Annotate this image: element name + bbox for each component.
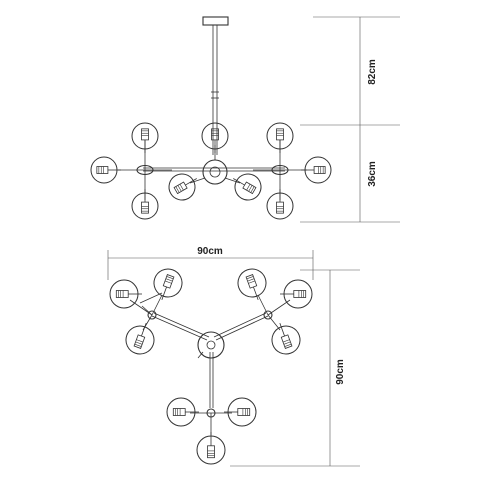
front-globe-center-top xyxy=(201,122,229,153)
width-label: 90cm xyxy=(197,246,223,257)
front-globe-center-right xyxy=(233,173,262,201)
front-elevation-view xyxy=(90,16,332,220)
ceiling-canopy xyxy=(202,16,229,26)
main-arm-bottom xyxy=(209,352,214,408)
plan-globe-bottom-left xyxy=(166,397,199,427)
front-globe-center-left xyxy=(168,173,197,201)
main-arm-right xyxy=(213,312,269,341)
plan-globe-left-bottom xyxy=(125,322,155,355)
plan-view xyxy=(109,268,313,465)
fixture-height-label: 36cm xyxy=(367,161,378,187)
plan-globe-left-outer xyxy=(109,279,142,309)
plan-globe-left-top xyxy=(153,268,183,301)
horizontal-arm xyxy=(143,167,285,172)
drop-height-label: 82cm xyxy=(367,59,378,85)
depth-label: 90cm xyxy=(335,359,346,385)
plan-right-hub xyxy=(257,294,291,331)
front-globe-right-outer xyxy=(301,156,332,184)
front-globe-right-top xyxy=(266,122,294,153)
plan-central-globe xyxy=(197,331,225,359)
plan-globe-bottom-lower xyxy=(196,432,226,465)
central-hub-inner xyxy=(209,166,221,178)
plan-globe-right-bottom xyxy=(271,322,301,355)
plan-central-tick xyxy=(197,351,204,359)
dimension-lines xyxy=(107,16,400,467)
central-hub xyxy=(202,159,228,185)
front-globe-right-bottom xyxy=(266,189,294,220)
main-arm-left xyxy=(151,312,210,341)
plan-globe-bottom-right xyxy=(224,397,257,427)
plan-globe-right-outer xyxy=(280,279,313,309)
plan-bottom-hub xyxy=(190,408,232,435)
front-globe-left-bottom xyxy=(131,189,159,220)
plan-globe-right-top xyxy=(237,268,267,301)
front-globe-left-outer xyxy=(90,156,121,184)
front-globe-left-top xyxy=(131,122,159,153)
plan-central-globe-inner xyxy=(206,340,216,350)
